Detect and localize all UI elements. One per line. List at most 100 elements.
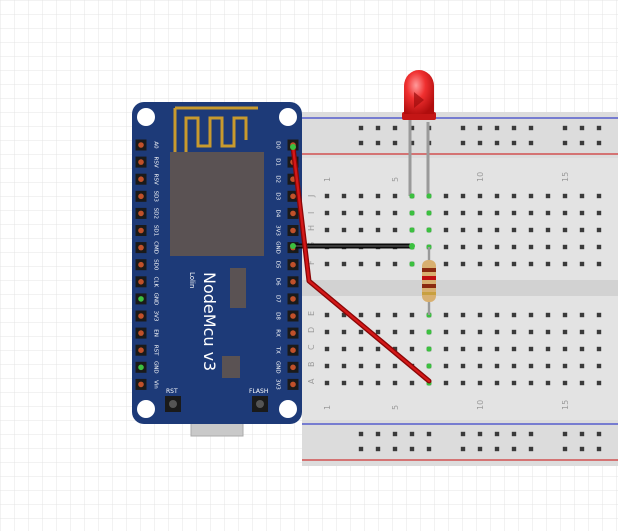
breadboard-hole[interactable] <box>358 329 364 335</box>
breadboard-hole[interactable] <box>443 346 449 352</box>
pin[interactable] <box>290 261 296 268</box>
breadboard-hole[interactable] <box>460 244 466 250</box>
pin[interactable] <box>138 244 144 251</box>
breadboard-hole[interactable] <box>562 363 568 369</box>
rail-hole[interactable] <box>511 446 517 452</box>
breadboard-hole[interactable] <box>528 210 534 216</box>
pin[interactable] <box>138 313 144 319</box>
rail-hole[interactable] <box>409 125 415 131</box>
pin[interactable] <box>138 347 144 354</box>
breadboard-hole[interactable] <box>494 261 500 267</box>
breadboard-hole[interactable] <box>596 193 602 199</box>
pin[interactable] <box>138 176 144 182</box>
breadboard-hole[interactable] <box>392 261 398 267</box>
breadboard-hole[interactable] <box>528 312 534 318</box>
breadboard-hole[interactable] <box>562 346 568 352</box>
breadboard-hole[interactable] <box>443 312 449 318</box>
breadboard-hole[interactable] <box>460 193 466 199</box>
pin[interactable] <box>290 313 296 319</box>
breadboard-hole[interactable] <box>460 346 466 352</box>
rail-hole[interactable] <box>460 431 466 437</box>
breadboard-hole[interactable] <box>324 380 330 386</box>
breadboard-hole[interactable] <box>477 363 483 369</box>
breadboard-hole[interactable] <box>392 210 398 216</box>
breadboard-hole[interactable] <box>375 312 381 318</box>
breadboard-hole[interactable] <box>494 227 500 233</box>
breadboard-hole[interactable] <box>375 193 381 199</box>
pin[interactable] <box>138 210 144 217</box>
breadboard-hole[interactable] <box>545 210 551 216</box>
breadboard-hole[interactable] <box>358 210 364 216</box>
breadboard-hole[interactable] <box>443 227 449 233</box>
pin[interactable] <box>138 142 144 148</box>
breadboard-hole[interactable] <box>562 329 568 335</box>
rail-hole[interactable] <box>477 431 483 437</box>
breadboard-hole[interactable] <box>375 210 381 216</box>
breadboard-hole[interactable] <box>545 363 551 369</box>
breadboard-hole[interactable] <box>341 227 347 233</box>
breadboard-hole[interactable] <box>477 380 483 386</box>
breadboard-hole[interactable] <box>562 193 568 199</box>
breadboard-hole[interactable] <box>358 363 364 369</box>
rail-hole[interactable] <box>375 431 381 437</box>
rail-hole[interactable] <box>579 125 585 131</box>
rail-hole[interactable] <box>392 446 398 452</box>
breadboard-hole[interactable] <box>511 380 517 386</box>
breadboard-hole[interactable] <box>596 380 602 386</box>
rail-hole[interactable] <box>409 431 415 437</box>
breadboard-hole[interactable] <box>528 363 534 369</box>
rail-hole[interactable] <box>477 140 483 146</box>
breadboard-hole[interactable] <box>358 312 364 318</box>
rail-hole[interactable] <box>562 140 568 146</box>
breadboard-hole[interactable] <box>477 210 483 216</box>
rail-hole[interactable] <box>494 431 500 437</box>
breadboard-hole[interactable] <box>477 227 483 233</box>
rail-hole[interactable] <box>358 125 364 131</box>
rail-hole[interactable] <box>426 431 432 437</box>
pin[interactable] <box>138 159 144 165</box>
breadboard-hole[interactable] <box>511 210 517 216</box>
breadboard-hole[interactable] <box>579 244 585 250</box>
rail-hole[interactable] <box>477 446 483 452</box>
breadboard-hole[interactable] <box>460 329 466 335</box>
rail-hole[interactable] <box>392 431 398 437</box>
breadboard-hole[interactable] <box>596 312 602 318</box>
rail-hole[interactable] <box>494 140 500 146</box>
breadboard-hole[interactable] <box>324 329 330 335</box>
breadboard-hole[interactable] <box>511 244 517 250</box>
rail-hole[interactable] <box>596 446 602 452</box>
breadboard-hole[interactable] <box>460 312 466 318</box>
breadboard-hole[interactable] <box>545 329 551 335</box>
pin[interactable] <box>138 330 144 336</box>
pin[interactable] <box>290 279 296 285</box>
breadboard-hole[interactable] <box>545 346 551 352</box>
rail-hole[interactable] <box>460 125 466 131</box>
breadboard-hole[interactable] <box>460 380 466 386</box>
breadboard-hole[interactable] <box>324 363 330 369</box>
rail-hole[interactable] <box>375 140 381 146</box>
breadboard-hole[interactable] <box>579 312 585 318</box>
rail-hole[interactable] <box>579 446 585 452</box>
breadboard-hole[interactable] <box>477 244 483 250</box>
breadboard-hole[interactable] <box>443 193 449 199</box>
breadboard-hole[interactable] <box>545 261 551 267</box>
breadboard-hole[interactable] <box>460 227 466 233</box>
rail-hole[interactable] <box>596 431 602 437</box>
breadboard-hole[interactable] <box>579 346 585 352</box>
breadboard-hole[interactable] <box>579 261 585 267</box>
breadboard-hole[interactable] <box>579 227 585 233</box>
breadboard-hole[interactable] <box>511 312 517 318</box>
breadboard-hole[interactable] <box>596 244 602 250</box>
pin[interactable] <box>290 193 296 200</box>
breadboard-hole[interactable] <box>341 363 347 369</box>
rail-hole[interactable] <box>511 431 517 437</box>
breadboard-hole[interactable] <box>511 329 517 335</box>
breadboard-hole[interactable] <box>477 193 483 199</box>
breadboard-hole[interactable] <box>494 346 500 352</box>
rail-hole[interactable] <box>460 140 466 146</box>
breadboard-hole[interactable] <box>409 380 415 386</box>
breadboard-hole[interactable] <box>596 210 602 216</box>
breadboard-hole[interactable] <box>460 210 466 216</box>
breadboard-hole[interactable] <box>477 261 483 267</box>
breadboard-hole[interactable] <box>341 210 347 216</box>
